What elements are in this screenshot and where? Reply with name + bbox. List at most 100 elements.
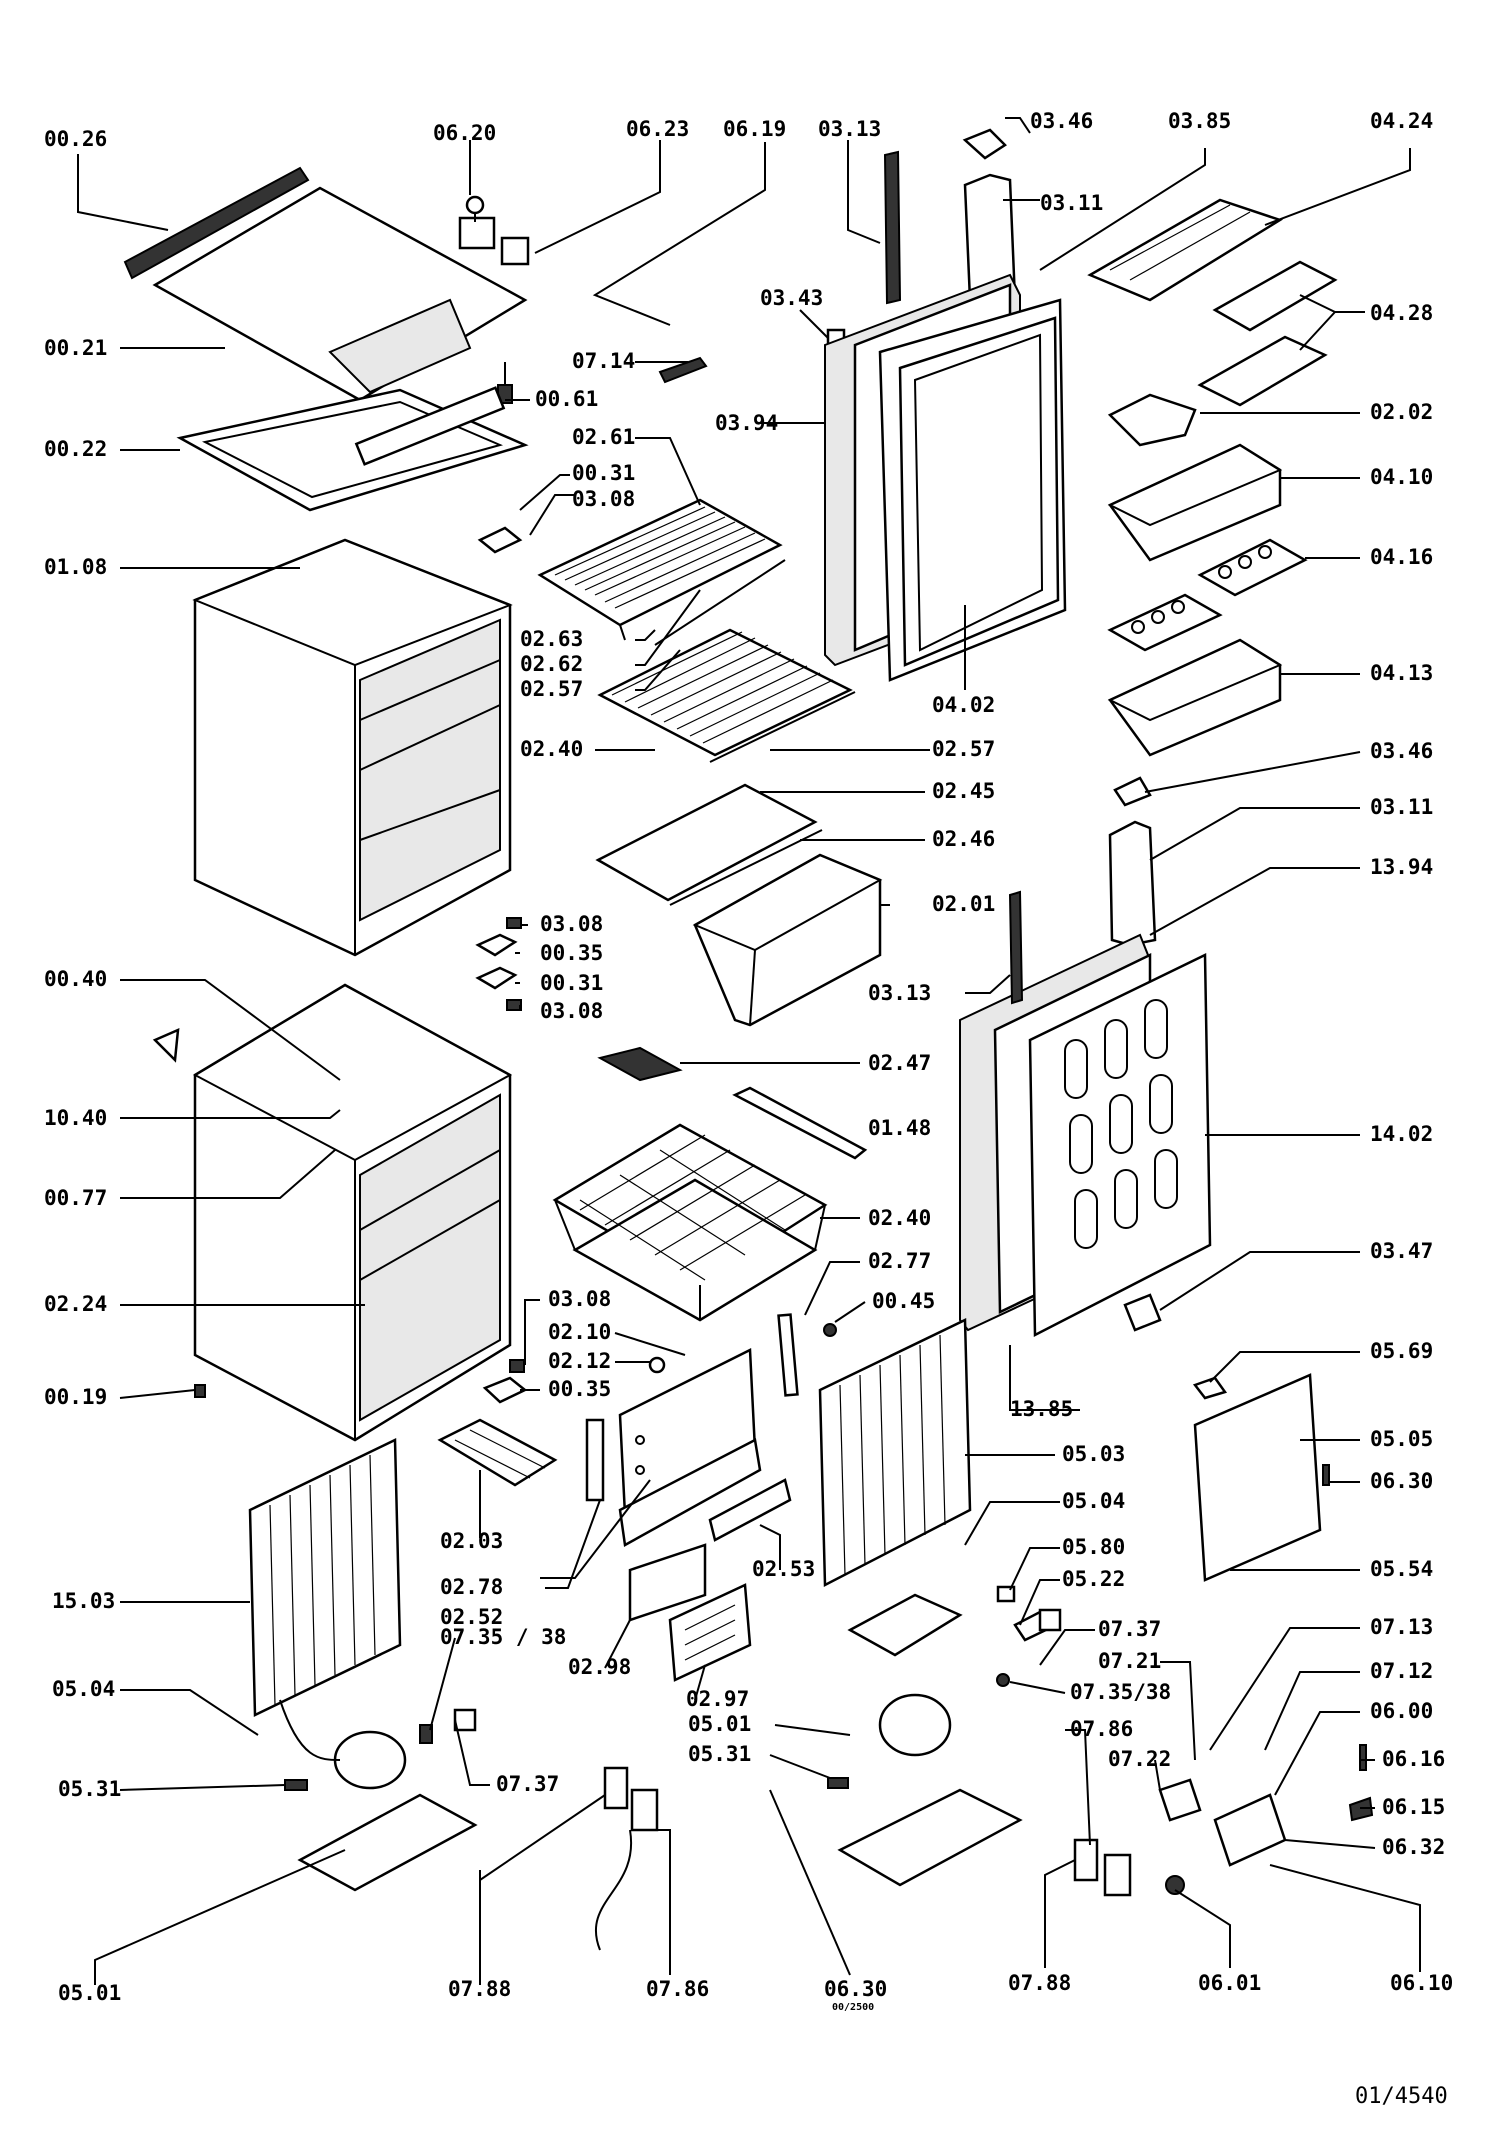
label-13-85: 13.85 xyxy=(1010,1397,1073,1421)
compressor-right xyxy=(837,1593,1023,1887)
condenser-05-03 xyxy=(818,1318,972,1588)
label-07-12: 07.12 xyxy=(1370,1659,1433,1683)
label-07-35-38-left: 07.35 / 38 xyxy=(440,1625,566,1649)
freezer-cover-02-45 xyxy=(595,783,818,902)
label-00-45: 00.45 xyxy=(872,1289,935,1313)
label-02-52: 02.52 xyxy=(440,1605,503,1629)
glass-shelf-02-61 xyxy=(537,498,783,641)
rail-01-48 xyxy=(732,1086,868,1160)
bracket-03-08-lower xyxy=(509,1359,525,1373)
door-rack-04-10 xyxy=(1107,443,1283,562)
label-02-40-upper: 02.40 xyxy=(520,737,583,761)
label-02-53: 02.53 xyxy=(752,1557,815,1581)
leader-lines xyxy=(77,117,1421,1985)
label-06-23: 06.23 xyxy=(626,117,689,141)
part-00-45 xyxy=(823,1323,837,1337)
small-parts-left xyxy=(284,1708,849,1791)
label-07-22: 07.22 xyxy=(1108,1747,1171,1771)
label-03-11-upper: 03.11 xyxy=(1040,191,1103,215)
worktop-panel xyxy=(328,298,472,394)
seal-strip-03-13-lower xyxy=(1008,890,1024,1005)
condenser-15-03 xyxy=(248,1438,402,1717)
door-shelf-04-24 xyxy=(1087,198,1283,302)
part-06-30-small xyxy=(1322,1464,1330,1486)
label-04-13: 04.13 xyxy=(1370,661,1433,685)
ice-tray-02-03 xyxy=(437,1418,558,1487)
label-07-88-right: 07.88 xyxy=(1008,1971,1071,1995)
foot-00-19 xyxy=(194,1384,206,1398)
label-07-88-left: 07.88 xyxy=(448,1977,511,2001)
label-03-46-lower: 03.46 xyxy=(1370,739,1433,763)
label-03-13-upper: 03.13 xyxy=(818,117,881,141)
label-05-04-left: 05.04 xyxy=(52,1677,115,1701)
part-02-53 xyxy=(708,1478,792,1542)
label-06-10: 06.10 xyxy=(1390,1971,1453,1995)
label-03-85: 03.85 xyxy=(1168,109,1231,133)
label-05-31-left: 05.31 xyxy=(58,1777,121,1801)
label-00-26: 00.26 xyxy=(44,127,107,151)
label-06-15: 06.15 xyxy=(1382,1795,1445,1819)
label-04-16: 04.16 xyxy=(1370,545,1433,569)
label-05-69: 05.69 xyxy=(1370,1339,1433,1363)
screw-00-61 xyxy=(497,362,513,404)
small-parts-right xyxy=(996,1585,1062,1687)
knob-02-12 xyxy=(648,1356,666,1374)
small-brackets-upper xyxy=(475,526,523,1011)
lower-cabinet xyxy=(152,983,513,1442)
label-07-13: 07.13 xyxy=(1370,1615,1433,1639)
label-00-35-lower: 00.35 xyxy=(548,1377,611,1401)
back-cover-05-05 xyxy=(1193,1373,1322,1582)
label-02-63: 02.63 xyxy=(520,627,583,651)
drawer-02-01 xyxy=(692,853,883,1027)
label-02-62: 02.62 xyxy=(520,652,583,676)
label-06-00: 06.00 xyxy=(1370,1699,1433,1723)
label-05-22: 05.22 xyxy=(1062,1567,1125,1591)
part-02-52 xyxy=(618,1438,762,1547)
label-02-47: 02.47 xyxy=(868,1051,931,1075)
hinge-02-77 xyxy=(777,1313,799,1397)
label-02-40-lower: 02.40 xyxy=(868,1206,931,1230)
label-02-78: 02.78 xyxy=(440,1575,503,1599)
part-02-02 xyxy=(1107,393,1197,447)
lower-door xyxy=(959,933,1212,1338)
label-02-98: 02.98 xyxy=(568,1655,631,1679)
label-04-02: 04.02 xyxy=(932,693,995,717)
label-03-46-upper: 03.46 xyxy=(1030,109,1093,133)
relay-07-88-right xyxy=(1073,1838,1099,1882)
label-05-04-right: 05.04 xyxy=(1062,1489,1125,1513)
hinge-06-20 xyxy=(458,195,496,250)
label-02-03: 02.03 xyxy=(440,1529,503,1553)
seal-strip-03-13-upper xyxy=(883,150,902,305)
part-05-69 xyxy=(1192,1376,1228,1400)
label-05-03: 05.03 xyxy=(1062,1442,1125,1466)
label-02-10: 02.10 xyxy=(548,1320,611,1344)
label-05-54: 05.54 xyxy=(1370,1557,1433,1581)
label-06-32: 06.32 xyxy=(1382,1835,1445,1859)
plate-06-23 xyxy=(500,236,530,266)
top-trim-strip xyxy=(123,166,310,280)
wire-basket xyxy=(552,1123,828,1322)
document-number: 01/4540 xyxy=(1355,2084,1448,2109)
label-02-61: 02.61 xyxy=(572,425,635,449)
label-00-40: 00.40 xyxy=(44,967,107,991)
door-rack-04-13 xyxy=(1107,638,1283,757)
label-04-28: 04.28 xyxy=(1370,301,1433,325)
label-15-03: 15.03 xyxy=(52,1589,115,1613)
label-02-77: 02.77 xyxy=(868,1249,931,1273)
label-07-86-left: 07.86 xyxy=(646,1977,709,2001)
label-03-94: 03.94 xyxy=(715,411,778,435)
label-07-21: 07.21 xyxy=(1098,1649,1161,1673)
label-04-10: 04.10 xyxy=(1370,465,1433,489)
label-10-40: 10.40 xyxy=(44,1106,107,1130)
upper-cabinet xyxy=(192,386,513,957)
label-03-11-lower: 03.11 xyxy=(1370,795,1433,819)
label-05-05: 05.05 xyxy=(1370,1427,1433,1451)
label-03-13-lower: 03.13 xyxy=(868,981,931,1005)
hinge-cap-03-46-lower xyxy=(1113,776,1152,807)
label-05-31-right: 05.31 xyxy=(688,1742,751,1766)
label-05-80: 05.80 xyxy=(1062,1535,1125,1559)
part-labels: 00.26 06.20 06.23 06.19 03.13 03.46 03.8… xyxy=(44,109,1453,2109)
upper-door xyxy=(824,273,1067,682)
label-02-97: 02.97 xyxy=(686,1687,749,1711)
egg-tray-04-16 xyxy=(1107,538,1308,652)
